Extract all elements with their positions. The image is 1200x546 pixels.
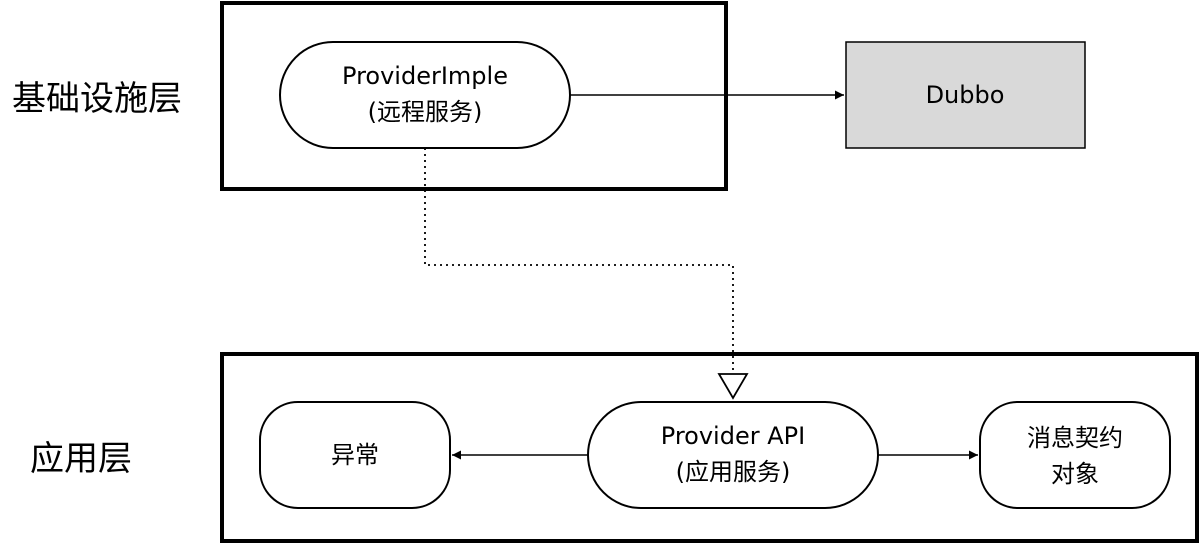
- dubbo-node: [845, 41, 1086, 149]
- provider-impl-node: [279, 41, 571, 149]
- application-layer-frame: [220, 352, 1199, 543]
- message-contract-line1: 消息契约: [1027, 424, 1123, 452]
- exception-label: 异常: [331, 441, 379, 469]
- dubbo-label: Dubbo: [926, 81, 1005, 109]
- application-layer-label: 应用层: [30, 439, 132, 479]
- infrastructure-layer-frame: [220, 1, 728, 191]
- provider-impl-name: ProviderImple: [342, 62, 508, 90]
- provider-api-name: Provider API: [661, 422, 805, 450]
- message-contract-line2: 对象: [1051, 460, 1099, 488]
- infrastructure-layer-label: 基础设施层: [12, 79, 182, 119]
- realization-connector: [424, 148, 734, 374]
- message-contract-node: [979, 401, 1171, 509]
- provider-api-node: [587, 401, 879, 509]
- exception-node: [259, 401, 451, 509]
- realization-arrowhead: [717, 373, 749, 400]
- provider-impl-subtitle: (远程服务): [368, 98, 483, 126]
- provider-api-subtitle: (应用服务): [676, 458, 791, 486]
